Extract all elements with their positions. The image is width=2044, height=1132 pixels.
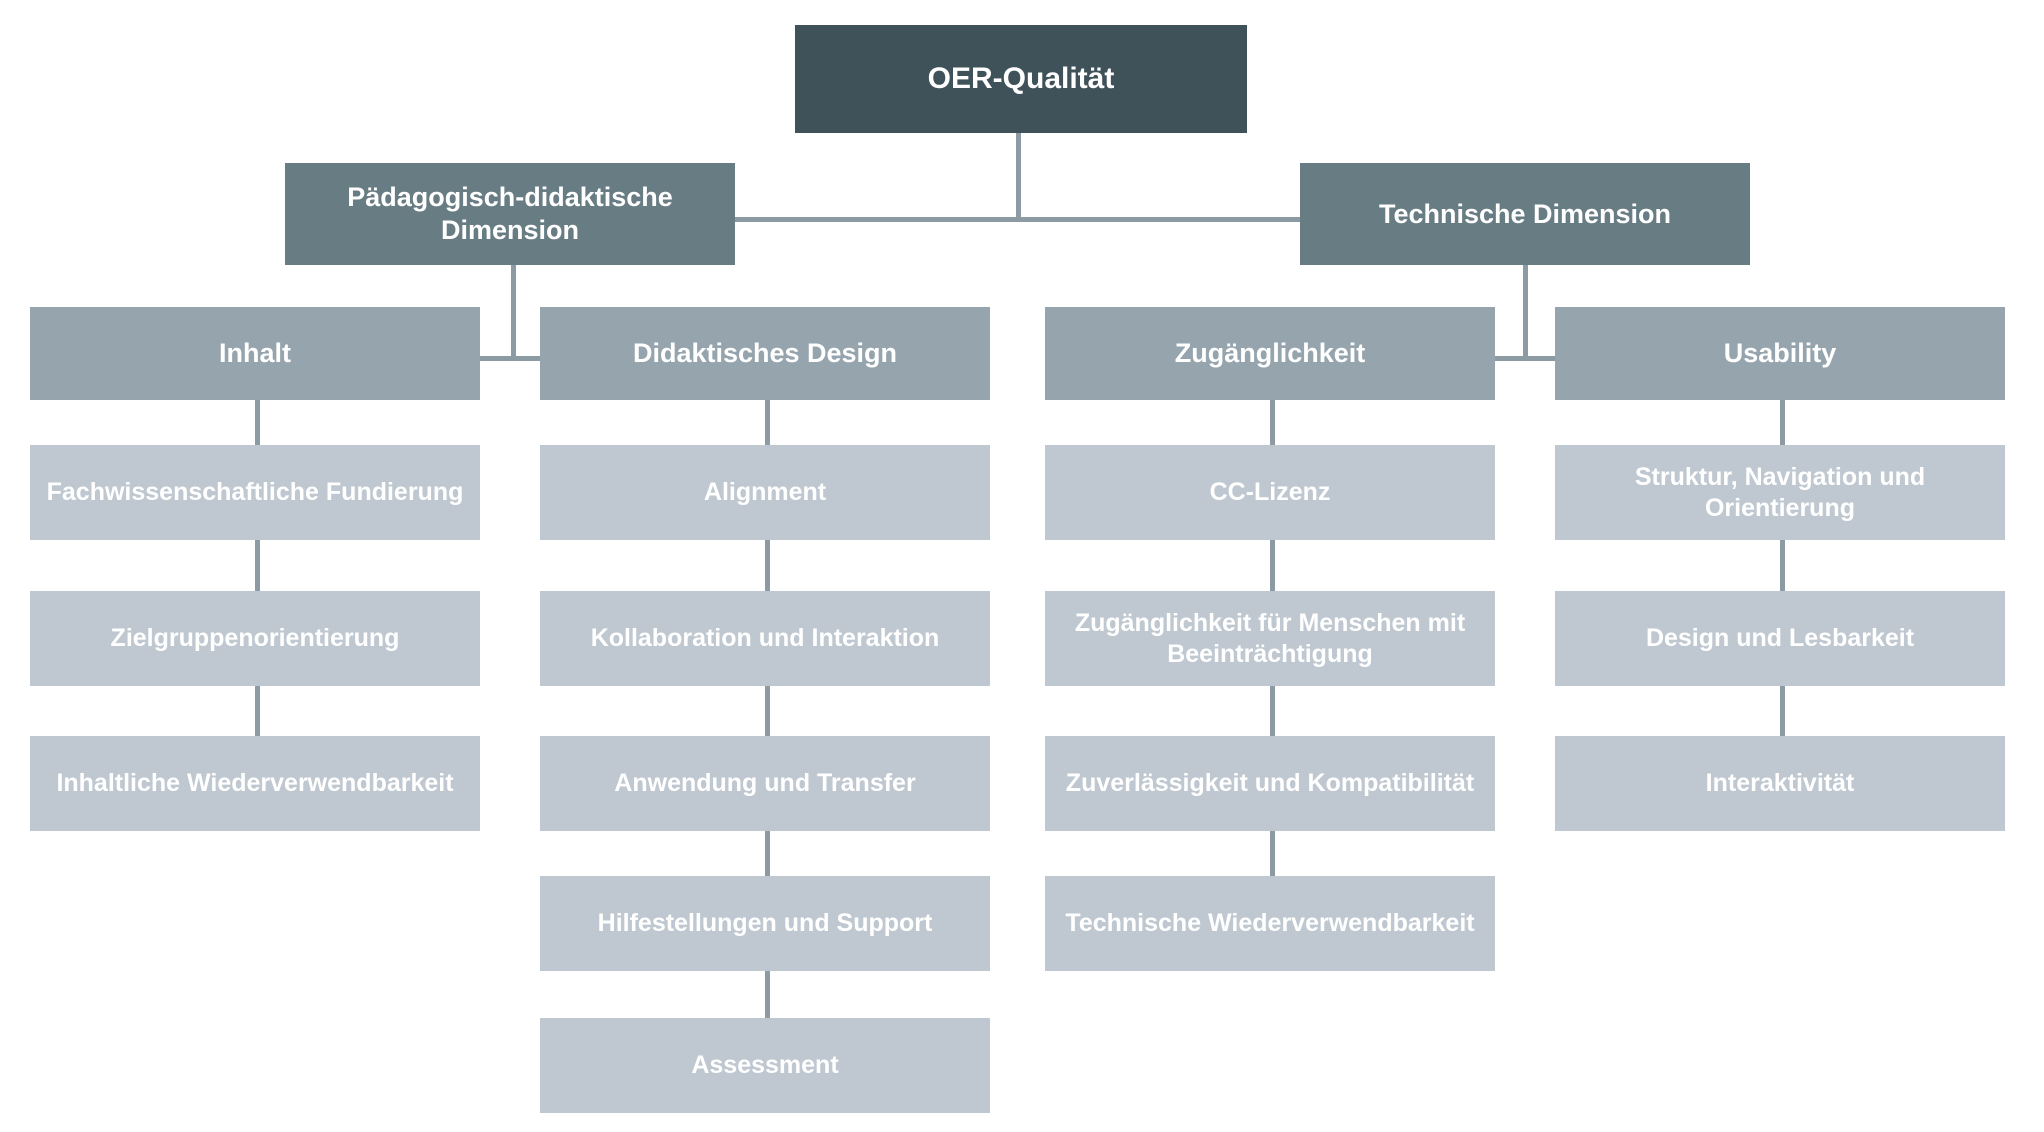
connector-right-category-bar: [1270, 356, 1780, 361]
node-inhaltliche-wiederverwendbarkeit[interactable]: Inhaltliche Wiederverwendbarkeit: [30, 736, 480, 831]
node-oer-qualitaet[interactable]: OER-Qualität: [795, 25, 1247, 133]
node-paedagogisch-didaktische-dimension[interactable]: Pädagogisch-didaktische Dimension: [285, 163, 735, 265]
connector-right-dimension-stem: [1523, 265, 1528, 360]
node-zugaenglichkeit[interactable]: Zugänglichkeit: [1045, 307, 1495, 400]
node-assessment[interactable]: Assessment: [540, 1018, 990, 1113]
connector-root-stem: [1016, 133, 1021, 221]
node-zielgruppenorientierung[interactable]: Zielgruppenorientierung: [30, 591, 480, 686]
node-anwendung-und-transfer[interactable]: Anwendung und Transfer: [540, 736, 990, 831]
node-zuverlaessigkeit-und-kompatibilitaet[interactable]: Zuverlässigkeit und Kompatibilität: [1045, 736, 1495, 831]
node-hilfestellungen-und-support[interactable]: Hilfestellungen und Support: [540, 876, 990, 971]
node-kollaboration-und-interaktion[interactable]: Kollaboration und Interaktion: [540, 591, 990, 686]
node-alignment[interactable]: Alignment: [540, 445, 990, 540]
node-zugaenglichkeit-fuer-menschen-mit-beeintraechtigung[interactable]: Zugänglichkeit für Menschen mit Beeinträ…: [1045, 591, 1495, 686]
node-struktur-navigation-und-orientierung[interactable]: Struktur, Navigation und Orientierung: [1555, 445, 2005, 540]
connector-left-category-bar: [257, 356, 767, 361]
node-interaktivitaet[interactable]: Interaktivität: [1555, 736, 2005, 831]
node-didaktisches-design[interactable]: Didaktisches Design: [540, 307, 990, 400]
node-cc-lizenz[interactable]: CC-Lizenz: [1045, 445, 1495, 540]
node-fachwissenschaftliche-fundierung[interactable]: Fachwissenschaftliche Fundierung: [30, 445, 480, 540]
node-design-und-lesbarkeit[interactable]: Design und Lesbarkeit: [1555, 591, 2005, 686]
node-usability[interactable]: Usability: [1555, 307, 2005, 400]
node-technische-dimension[interactable]: Technische Dimension: [1300, 163, 1750, 265]
connector-dimension-bar: [733, 217, 1301, 222]
node-inhalt[interactable]: Inhalt: [30, 307, 480, 400]
node-technische-wiederverwendbarkeit[interactable]: Technische Wiederverwendbarkeit: [1045, 876, 1495, 971]
connector-left-dimension-stem: [511, 265, 516, 360]
